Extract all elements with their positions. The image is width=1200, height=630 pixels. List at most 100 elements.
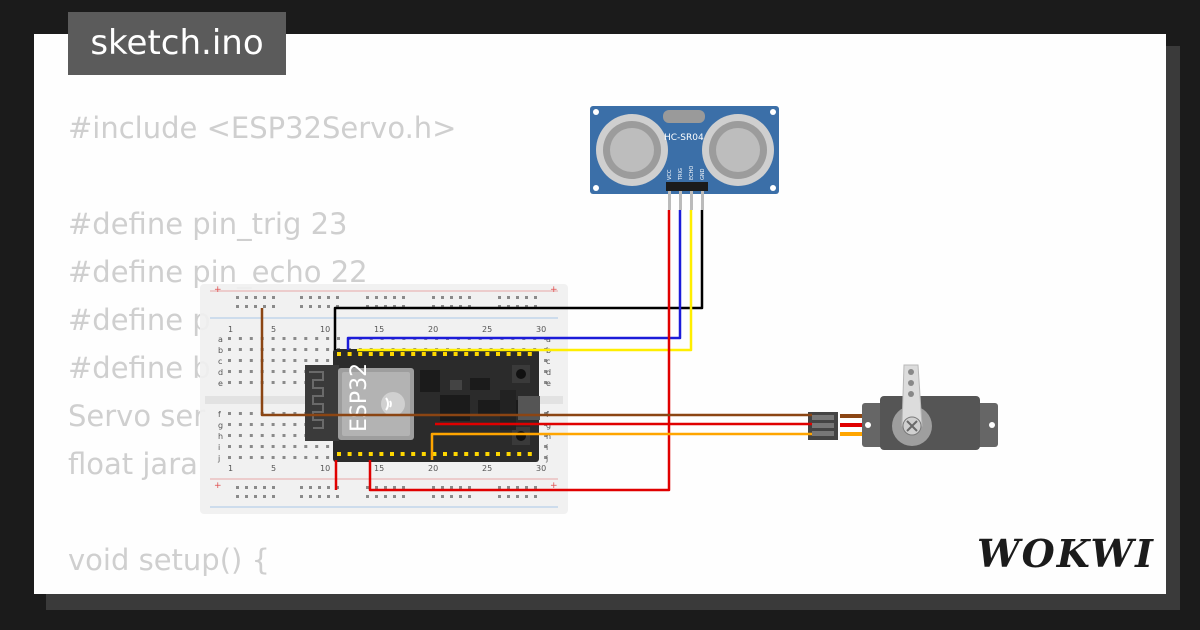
breadboard-hole [300,486,303,489]
breadboard-hole [300,296,303,299]
breadboard-hole [271,445,275,448]
breadboard-hole [271,337,275,340]
breadboard-hole [249,434,253,437]
breadboard-hole [544,381,548,384]
breadboard-hole [326,348,330,351]
breadboard-hole [249,381,253,384]
breadboard-hole [516,495,519,498]
breadboard-hole [525,305,528,308]
esp32-board[interactable]: ESP32 [305,349,540,462]
esp32-header-pin [453,352,458,356]
breadboard-hole [271,412,275,415]
breadboard-hole [228,412,231,415]
breadboard-hole [366,296,369,299]
breadboard-hole [450,486,453,489]
breadboard-hole [293,412,297,415]
breadboard-hole [263,305,266,308]
row-letter: g [218,421,223,430]
esp32-header-pin [379,452,384,456]
esp32-header-pin [474,352,479,356]
esp32-header-pin [337,452,341,456]
breadboard-hole [525,495,528,498]
breadboard-hole [450,296,453,299]
breadboard-hole [271,348,275,351]
wire-trig [346,210,682,350]
breadboard-hole [450,495,453,498]
column-number: 25 [482,325,492,334]
breadboard-hole [318,486,321,489]
breadboard-hole [309,486,312,489]
breadboard-hole [245,486,248,489]
column-number: 15 [374,325,384,334]
breadboard-hole [468,495,471,498]
breadboard-hole [263,296,266,299]
breadboard-hole [228,456,231,459]
breadboard-hole [384,305,387,308]
breadboard-hole [327,296,330,299]
breadboard-hole [315,337,319,340]
sketch-filename-tab[interactable]: sketch.ino [68,12,286,75]
breadboard-hole [309,296,312,299]
row-letter: i [218,443,220,452]
breadboard-hole [238,456,242,459]
ultrasonic-sensor[interactable]: HC-SR04 VCC TRIG ECHO GND [590,106,779,210]
row-letter: a [218,335,223,344]
breadboard-hole [459,305,462,308]
esp32-header-pin [390,452,394,456]
breadboard-hole [293,381,297,384]
breadboard-hole [228,434,231,437]
breadboard-hole [525,486,528,489]
breadboard-hole [293,348,297,351]
esp32-header-pin [432,452,437,456]
svg-text:+: + [214,481,222,491]
row-letter: e [546,379,551,388]
esp32-header-pin [400,452,405,456]
breadboard-hole [326,445,330,448]
breadboard-hole [238,359,242,362]
breadboard-hole [238,348,242,351]
breadboard-hole [293,456,297,459]
breadboard-hole [272,305,275,308]
breadboard-hole [238,412,242,415]
breadboard-hole [304,348,308,351]
breadboard-hole [245,495,248,498]
column-number: 1 [228,464,233,473]
breadboard-hole [228,381,231,384]
breadboard-hole [544,412,548,415]
breadboard-hole [238,423,242,426]
breadboard-hole [304,337,308,340]
wire-servo-signal [430,432,812,460]
row-letter: f [218,410,221,419]
breadboard-hole [516,486,519,489]
breadboard-hole [282,370,286,373]
breadboard-hole [238,434,242,437]
breadboard-hole [534,486,537,489]
esp32-header-pin [527,452,532,456]
breadboard-hole [393,495,396,498]
breadboard-hole [507,305,510,308]
column-number: 20 [428,325,438,334]
column-number: 20 [428,464,438,473]
breadboard-hole [236,486,239,489]
breadboard-hole [254,486,257,489]
breadboard-hole [534,495,537,498]
esp32-header-pin [368,352,373,356]
breadboard-hole [459,296,462,299]
breadboard-hole [249,348,253,351]
code-line: #define pin_echo 22 [68,255,368,289]
breadboard-hole [441,486,444,489]
wire-gnd [333,210,704,350]
servo-motor[interactable] [808,364,998,450]
breadboard-hole [236,495,239,498]
esp32-header-pin [390,352,394,356]
breadboard-hole [293,370,297,373]
code-line: float jara [68,447,198,481]
breadboard-hole [271,423,275,426]
breadboard-hole [300,305,303,308]
breadboard-hole [498,495,501,498]
breadboard-hole [441,296,444,299]
breadboard-hole [375,495,378,498]
breadboard-hole [393,486,396,489]
column-number: 10 [320,464,330,473]
breadboard-hole [468,486,471,489]
